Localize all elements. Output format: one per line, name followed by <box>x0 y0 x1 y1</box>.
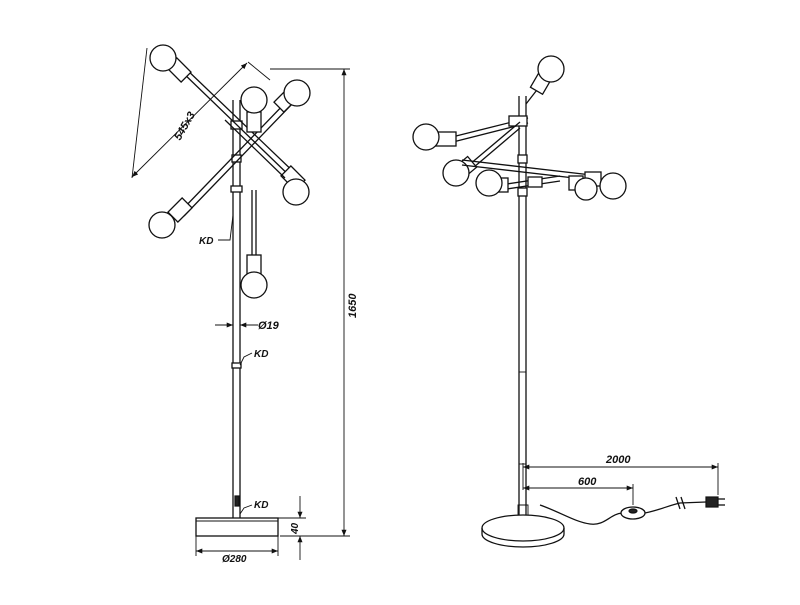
kd-callout-middle-label: KD <box>254 349 268 360</box>
side-pole <box>517 96 528 515</box>
dim-base-diameter-label: Ø280 <box>222 554 247 565</box>
foot-switch <box>620 506 646 520</box>
dim-pole-diameter: Ø19 <box>215 320 280 332</box>
front-bulb-3 <box>273 79 311 113</box>
kd-callout-upper-label: KD <box>199 236 213 247</box>
dim-height: 1650 <box>270 68 359 537</box>
dim-switch-distance-label: 600 <box>578 476 597 488</box>
front-bulb-2 <box>280 165 310 206</box>
dim-base-diameter: Ø280 <box>195 536 279 565</box>
side-arm-1 <box>412 115 529 151</box>
dim-base-height-label: 40 <box>290 522 301 535</box>
front-view: 545x3 1650 Ø19 KD KD KD <box>131 44 359 565</box>
side-arm-4 <box>475 169 561 197</box>
side-bulb-2 <box>412 123 457 151</box>
kd-callout-lower-label: KD <box>254 500 268 511</box>
kd-callout-middle: KD <box>239 349 268 366</box>
side-cable <box>539 496 725 525</box>
front-pole <box>230 100 243 518</box>
kd-callout-lower: KD <box>239 500 268 515</box>
dim-switch-distance: 600 <box>523 476 634 505</box>
dim-arm-length-label: 545x3 <box>172 110 198 142</box>
front-bulb-4 <box>148 197 193 239</box>
front-arm-2 <box>148 79 311 239</box>
side-bulb-5 <box>568 175 598 201</box>
side-view: 2000 600 <box>412 55 725 548</box>
side-bulb-6 <box>475 169 509 197</box>
front-bulb-1 <box>149 44 192 83</box>
front-bulb-5 <box>240 86 268 133</box>
dim-cable-length-label: 2000 <box>605 454 631 466</box>
kd-callout-upper: KD <box>199 214 234 247</box>
power-plug <box>705 496 725 508</box>
dim-cable-length: 2000 <box>522 454 719 495</box>
dim-pole-diameter-label: Ø19 <box>258 320 280 332</box>
dim-base-height: 40 <box>278 496 306 560</box>
side-arm-3 <box>461 159 627 201</box>
side-bulb-3 <box>442 155 478 187</box>
front-base <box>195 517 279 537</box>
dim-height-label: 1650 <box>347 293 359 318</box>
side-base <box>481 504 565 548</box>
front-bulb-6 <box>240 190 268 299</box>
side-arm-2 <box>442 121 521 187</box>
side-bulb-1 <box>525 55 565 105</box>
